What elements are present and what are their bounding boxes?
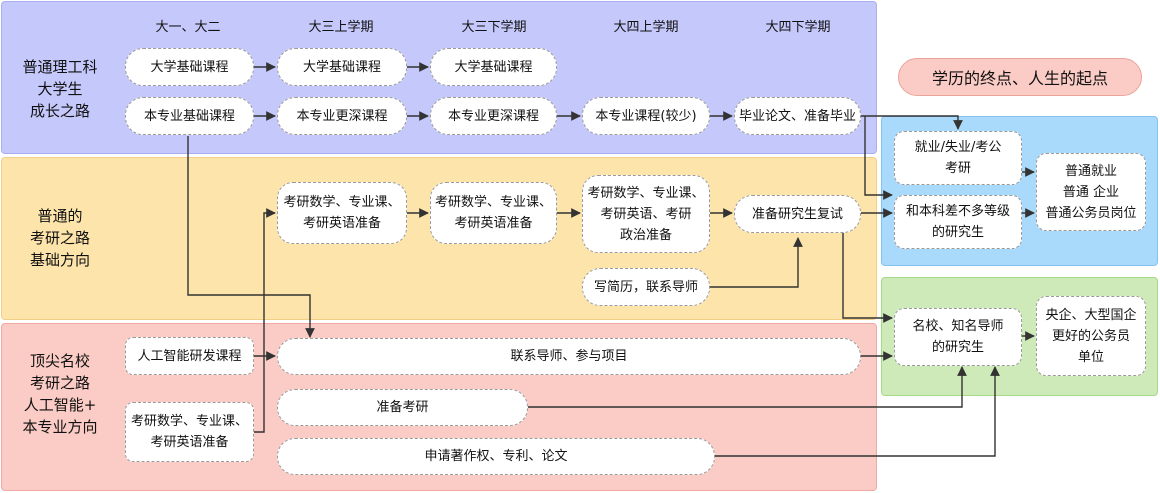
top-exam-prep-node: 考研数学、专业课、 考研英语准备 bbox=[125, 402, 254, 462]
exam-prep-node-3: 考研数学、专业课、 考研英语、考研 政治准备 bbox=[582, 175, 710, 253]
basic-course-node-2: 大学基础课程 bbox=[277, 48, 407, 86]
exam-prep-node-1: 考研数学、专业课、 考研英语准备 bbox=[277, 182, 407, 244]
retest-node: 准备研究生复试 bbox=[734, 195, 861, 233]
contact-mentor-node: 联系导师、参与项目 bbox=[277, 338, 861, 375]
apply-ip-node: 申请著作权、专利、论文 bbox=[277, 438, 715, 475]
column-heading-year-3-second: 大三下学期 bbox=[461, 20, 527, 35]
banner-title: 学历的终点、人生的起点 bbox=[898, 58, 1142, 96]
basic-course-node-1: 大学基础课程 bbox=[125, 48, 254, 86]
prepare-exam-node: 准备考研 bbox=[277, 389, 528, 426]
column-heading-year-4-second: 大四下学期 bbox=[765, 20, 831, 35]
employment-node: 就业/失业/考公 考研 bbox=[894, 131, 1022, 185]
ai-course-node: 人工智能研发课程 bbox=[125, 337, 254, 375]
ordinary-jobs-node: 普通就业 普通 企业 普通公务员岗位 bbox=[1036, 153, 1146, 231]
resume-node: 写简历，联系导师 bbox=[582, 268, 710, 306]
graduation-node: 毕业论文、准备毕业 bbox=[734, 97, 861, 135]
column-heading-year-3-first: 大三上学期 bbox=[308, 20, 374, 35]
major-less-course-node: 本专业课程(较少) bbox=[582, 97, 710, 135]
major-deep-course-node-1: 本专业更深课程 bbox=[277, 97, 407, 135]
major-basic-course-node: 本专业基础课程 bbox=[125, 97, 254, 135]
row-label-top-school: 顶尖名校 考研之路 人工智能+ 本专业方向 bbox=[22, 352, 98, 436]
same-level-grad-node: 和本科差不多等级 的研究生 bbox=[894, 195, 1022, 249]
row-label-ordinary-exam: 普通的 考研之路 基础方向 bbox=[29, 207, 90, 269]
major-deep-course-node-2: 本专业更深课程 bbox=[430, 97, 557, 135]
column-heading-year-1-2: 大一、大二 bbox=[155, 20, 221, 35]
top-jobs-node: 央企、大型国企 更好的公务员 单位 bbox=[1036, 296, 1146, 376]
famous-grad-node: 名校、知名导师 的研究生 bbox=[894, 308, 1022, 366]
column-heading-year-4-first: 大四上学期 bbox=[613, 20, 679, 35]
basic-course-node-3: 大学基础课程 bbox=[430, 48, 557, 86]
row-label-ordinary-stem: 普通理工科 大学生 成长之路 bbox=[22, 58, 98, 120]
exam-prep-node-2: 考研数学、专业课、 考研英语准备 bbox=[430, 182, 557, 244]
